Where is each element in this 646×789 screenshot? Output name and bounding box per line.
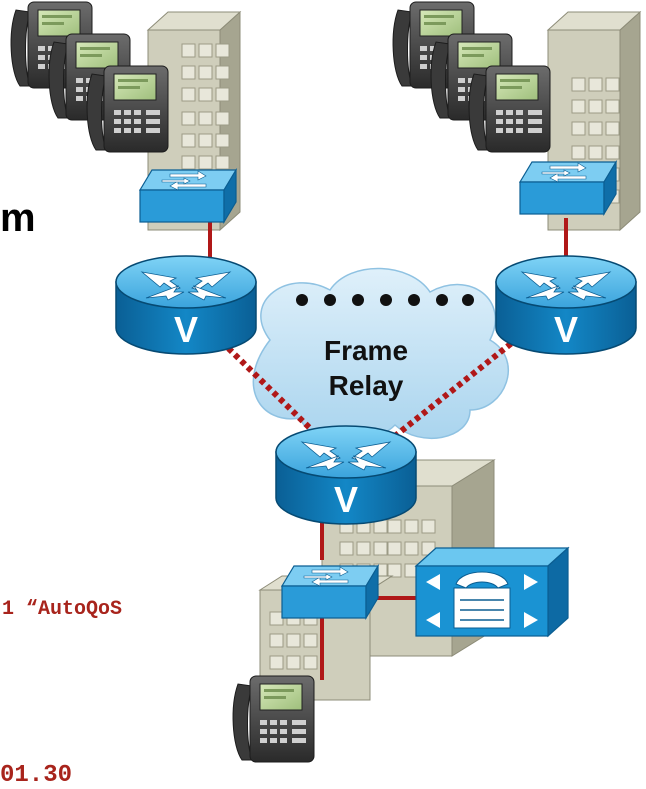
heading-fragment: m: [0, 196, 36, 240]
code-line-number: 01.30: [0, 762, 73, 789]
code-line-autoqos: 1 “AutoQoS: [2, 598, 123, 621]
wan-link-right: [388, 335, 520, 443]
left-ip-phone-icon: [10, 1, 169, 153]
left-router-icon: V: [115, 255, 257, 355]
call-manager-icon: [414, 546, 570, 638]
hq-ip-phone-icon: [232, 675, 315, 763]
left-switch-icon: [139, 169, 237, 223]
router-label: V: [554, 309, 578, 350]
router-label: V: [174, 309, 198, 350]
dotted-link-icon: [296, 294, 474, 306]
right-ip-phone-icon: [392, 1, 551, 153]
router-label: V: [334, 479, 358, 520]
right-router-icon: V: [495, 255, 637, 355]
cloud-label-frame: Frame: [324, 335, 408, 366]
cloud-label-relay: Relay: [329, 370, 404, 401]
hq-router-icon: V: [275, 425, 417, 525]
right-switch-icon: [519, 161, 617, 215]
hq-switch-icon: [281, 565, 379, 619]
